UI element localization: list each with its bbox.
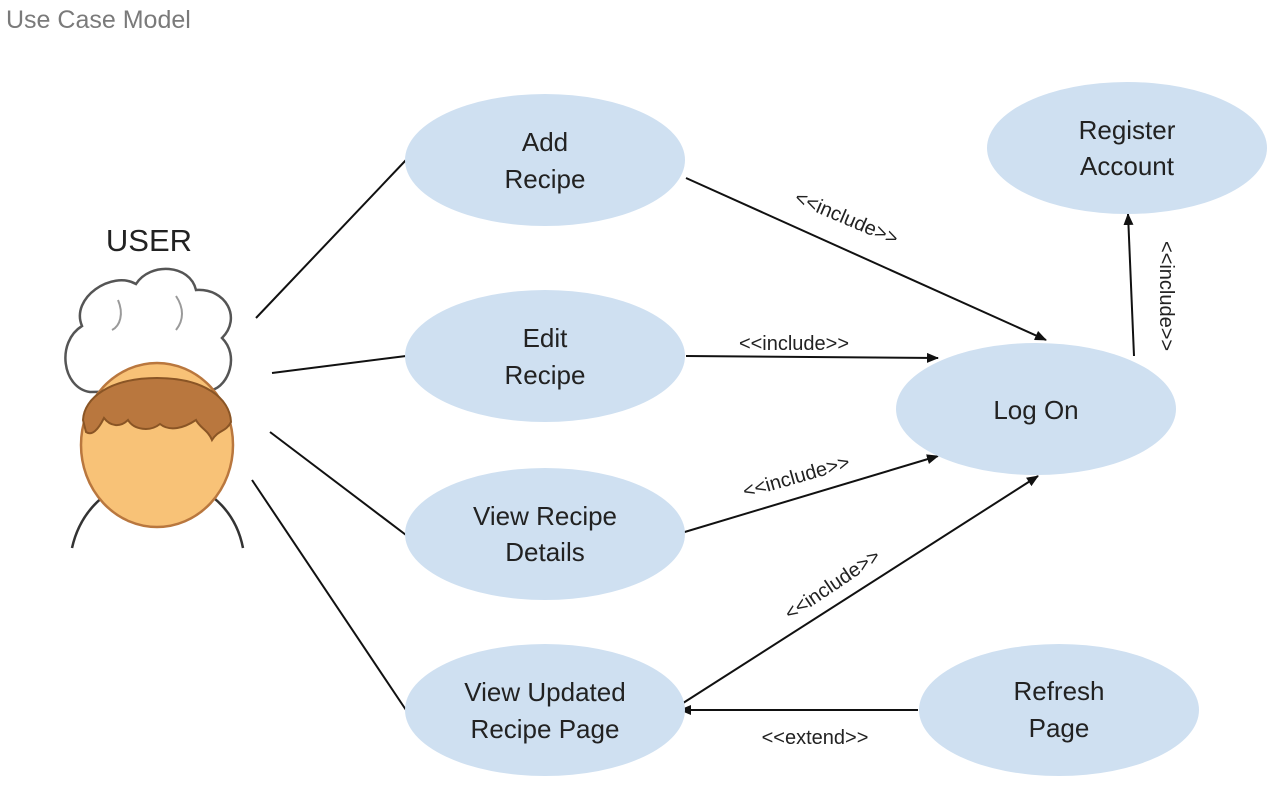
- use-case-label: Details: [505, 537, 584, 567]
- include-arrow-register: [1123, 213, 1135, 357]
- use-case-add-recipe[interactable]: Add Recipe: [405, 94, 685, 226]
- actor-user: USER: [64, 223, 245, 549]
- extend-label-refresh: <<extend>>: [762, 727, 869, 749]
- use-case-label: Log On: [993, 395, 1078, 425]
- use-case-label: Register: [1079, 115, 1176, 145]
- include-arrow-add: [685, 177, 1047, 341]
- include-arrow-edit: [685, 352, 939, 363]
- use-case-edit-recipe[interactable]: Edit Recipe: [405, 290, 685, 422]
- include-label-register: <<include>>: [1155, 241, 1177, 351]
- actor-label: USER: [106, 223, 192, 258]
- use-case-label: Account: [1080, 151, 1175, 181]
- include-label-view-details: <<include>>: [740, 451, 852, 502]
- use-case-log-on[interactable]: Log On: [896, 343, 1176, 475]
- use-case-label: View Recipe: [473, 501, 617, 531]
- use-case-label: Recipe: [505, 360, 586, 390]
- use-case-label: Refresh: [1013, 676, 1104, 706]
- use-case-view-updated-recipe-page[interactable]: View Updated Recipe Page: [405, 644, 685, 776]
- include-label-add: <<include>>: [791, 187, 901, 250]
- include-arrow-view-details: [677, 454, 939, 535]
- associations: [251, 159, 407, 711]
- use-case-register-account[interactable]: Register Account: [987, 82, 1267, 214]
- use-case-view-recipe-details[interactable]: View Recipe Details: [405, 468, 685, 600]
- chef-icon: [64, 267, 245, 549]
- use-case-label: Recipe Page: [471, 714, 620, 744]
- include-arrow-view-updated: [679, 475, 1039, 706]
- relationships: [677, 177, 1135, 715]
- use-case-label: Add: [522, 127, 568, 157]
- use-case-label: Page: [1029, 713, 1090, 743]
- use-case-label: Recipe: [505, 164, 586, 194]
- use-case-label: View Updated: [464, 677, 625, 707]
- include-label-edit: <<include>>: [739, 333, 849, 355]
- use-case-label: Edit: [523, 323, 569, 353]
- use-case-refresh-page[interactable]: Refresh Page: [919, 644, 1199, 776]
- page-title: Use Case Model: [6, 6, 191, 34]
